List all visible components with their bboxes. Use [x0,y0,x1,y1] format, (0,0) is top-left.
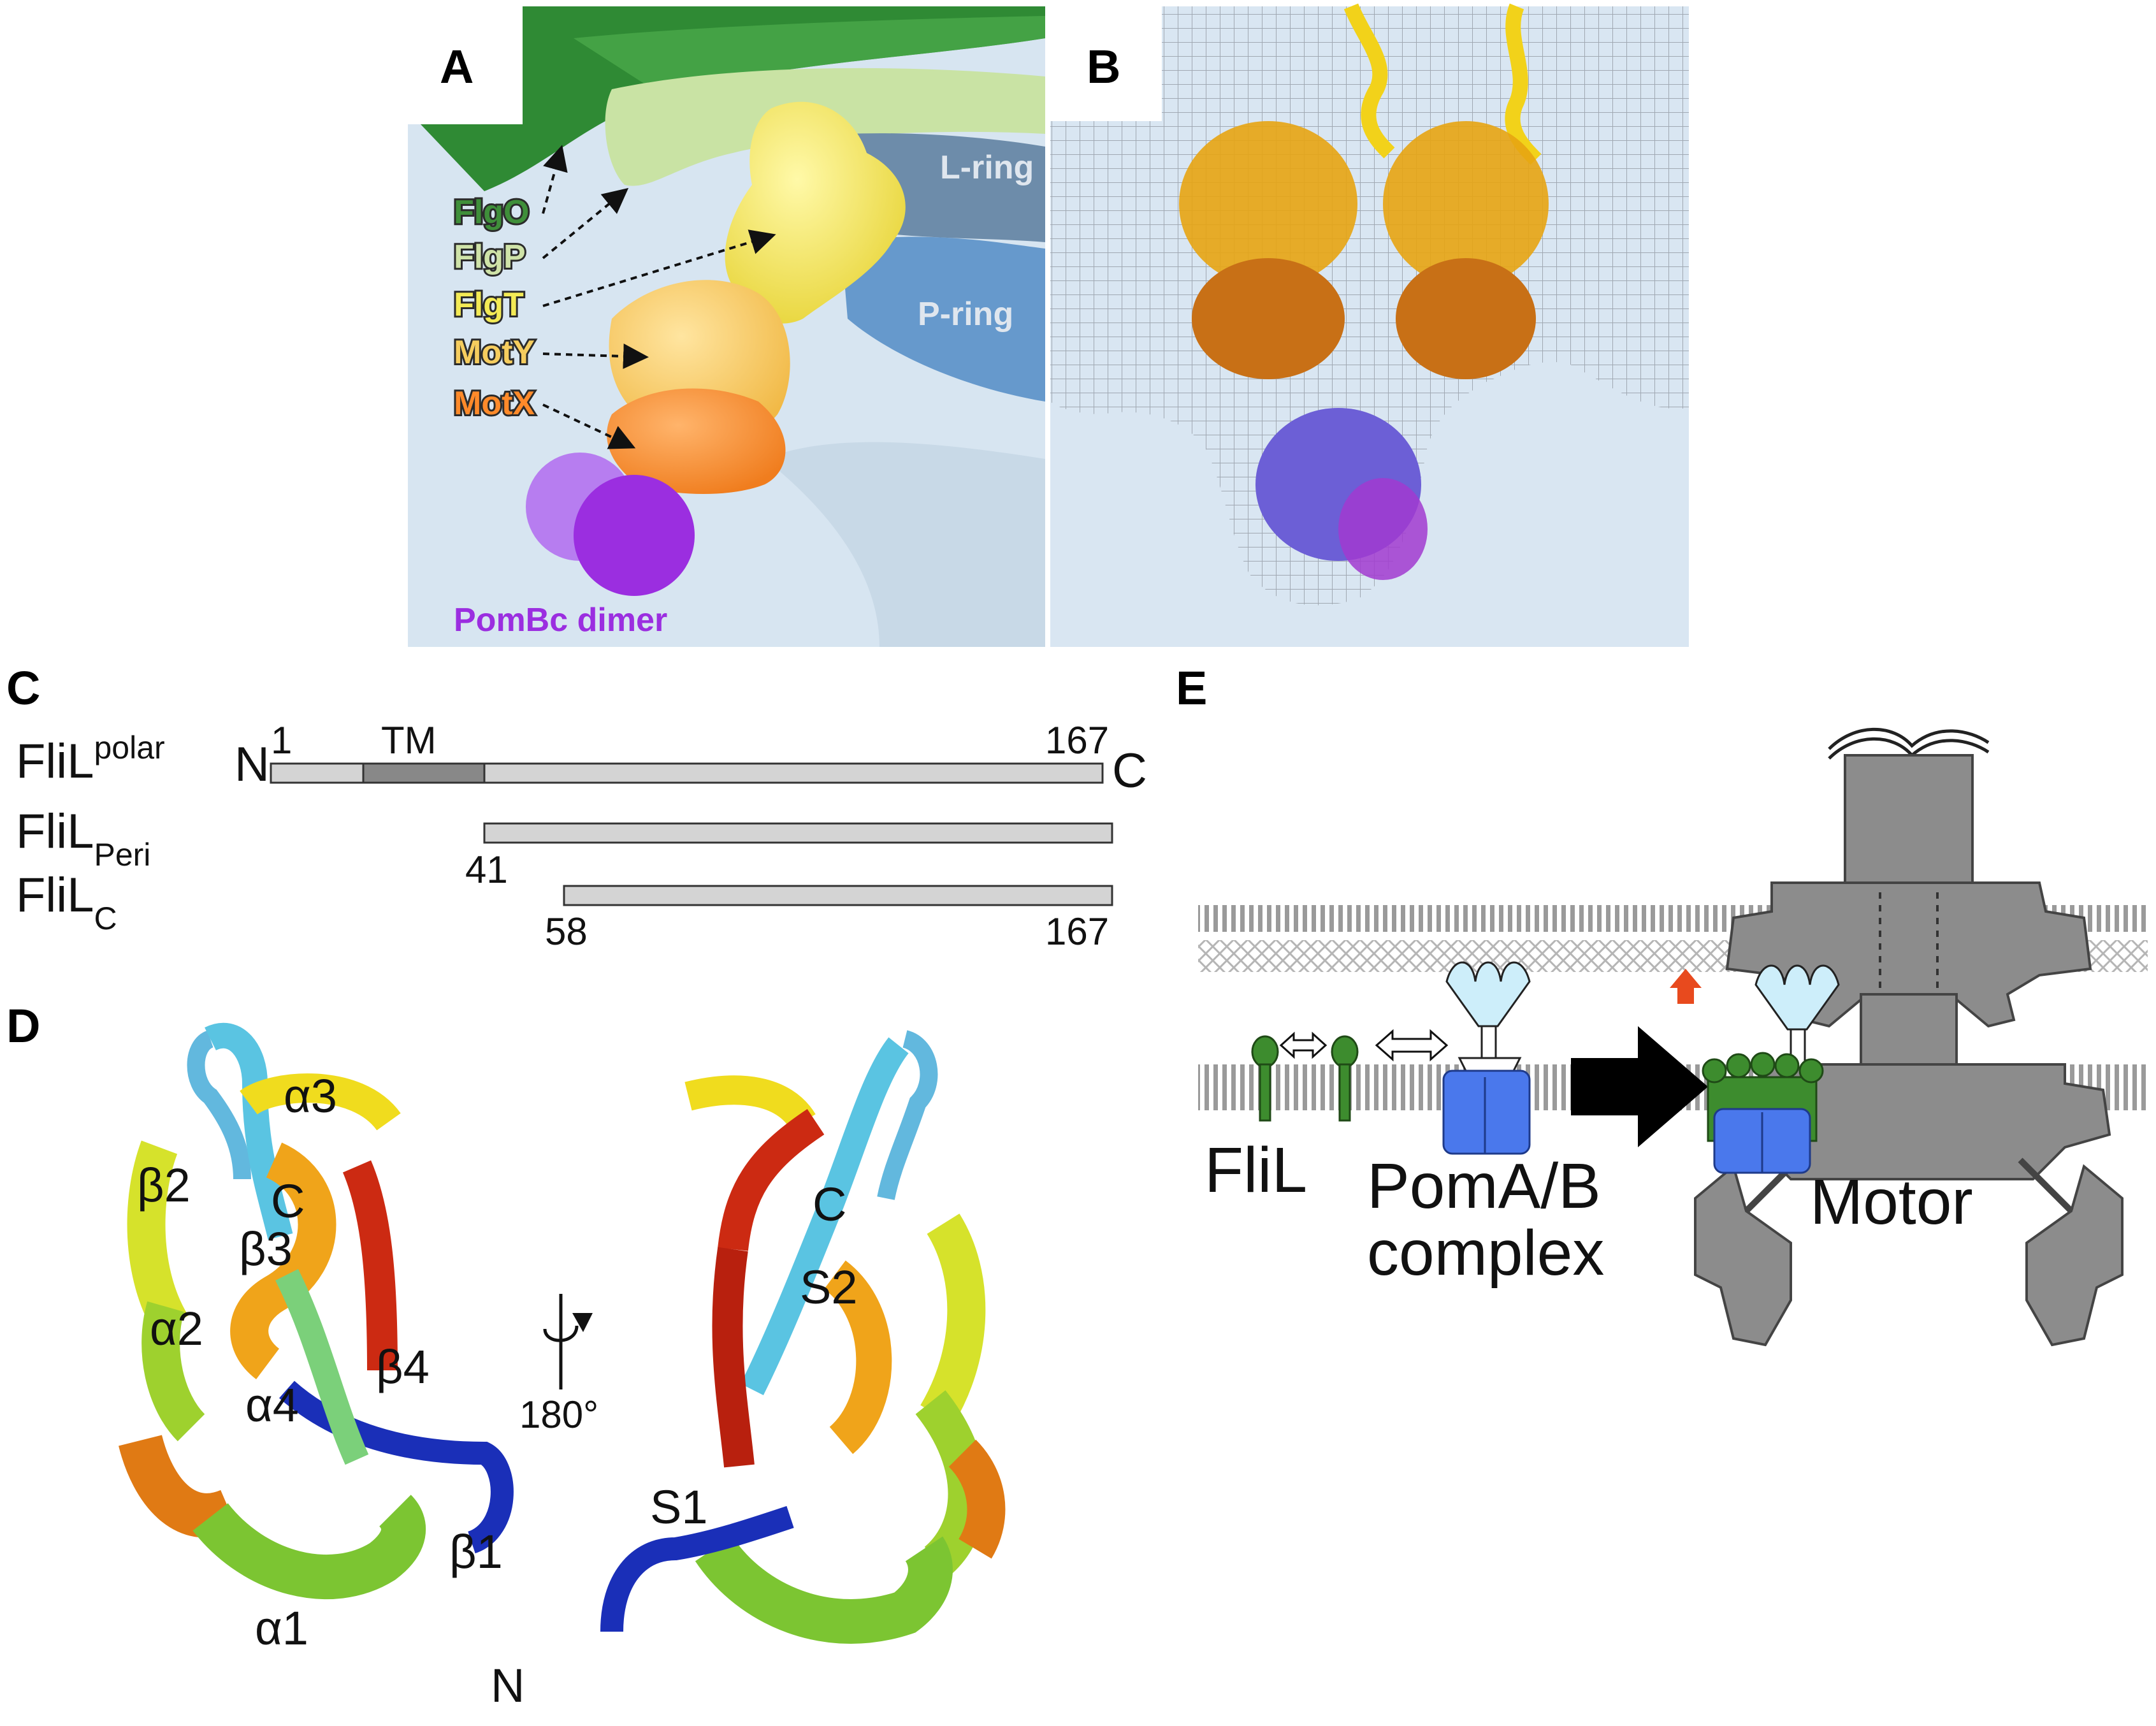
pombc-dimer-label: PomBc dimer [454,602,667,639]
panel-c-label: C [6,662,40,714]
label-beta2: β2 [137,1159,191,1212]
arrow-flgt [542,229,776,307]
c-end-label: 167 [1045,910,1109,953]
p-ring-label: P-ring [918,296,1013,333]
p-ring-surface [841,236,1045,402]
fliL-c-bar [563,885,1113,906]
label-left-c: C [271,1175,305,1228]
tm-label: TM [381,719,437,762]
poma-b-complex-assembled [1702,964,1840,1174]
poma-b-complex-free [1442,961,1531,1155]
label-alpha3: α3 [284,1070,337,1122]
label-beta3: β3 [239,1222,293,1275]
ribbon-orange-right [1396,258,1536,379]
double-arrow-large [1375,1029,1449,1062]
panel-a-label: A [440,40,474,93]
panel-a: A FlgO FlgP FlgT MotY MotX L-ring P-ring Pom… [408,6,1045,647]
label-flgp: FlgP [454,238,526,275]
flil-label: FliL [1205,1135,1307,1206]
n-terminus-label: N [235,737,270,792]
panel-d-label: D [6,999,40,1052]
peri-start-label: 41 [465,848,508,891]
label-s2: S2 [800,1261,858,1314]
label-alpha4: α4 [245,1379,299,1432]
label-right-c: C [813,1178,846,1231]
fliL-peri-name: FliLPeri [16,804,150,873]
fliL-peri-bar [483,822,1113,844]
arrow-moty [542,343,649,369]
ribbon-orange-left [1192,258,1345,379]
pombc-blob-2 [574,475,695,596]
motor-label: Motor [1810,1166,1973,1238]
panel-b: B [1050,3,1689,647]
label-beta4: β4 [376,1340,430,1393]
label-flgt: FlgT [454,286,524,323]
label-flgo: FlgO [454,194,529,231]
label-alpha1: α1 [255,1602,308,1655]
ribbon-gold-left [1179,121,1357,287]
label-beta1: β1 [449,1525,503,1578]
component-labels: FlgO FlgP FlgT MotY MotX [452,145,776,449]
poma-b-label-line2: complex [1367,1217,1604,1289]
tm-segment [362,762,486,784]
label-motx: MotX [454,385,535,422]
fliL-monomer-2 [1331,1035,1359,1122]
rotation-icon [543,1294,593,1389]
double-arrow-small [1279,1031,1328,1059]
ribbon-yellow-1 [1343,3,1395,159]
c-terminus-label: C [1112,744,1147,798]
ribbon-gold-right [1383,121,1549,287]
panel-d: D α3 β2 C β3 α2 α4 β4 β1 α1 N [6,999,1006,1712]
red-up-arrow [1670,969,1702,1004]
label-moty: MotY [454,334,535,371]
panel-b-label: B [1087,40,1120,93]
fliL-monomer-1 [1251,1035,1279,1122]
end-residue-label: 167 [1045,719,1109,762]
fliL-polar-name: FliLpolar [16,730,165,788]
label-s1: S1 [650,1481,708,1534]
panel-e: E [1176,662,2148,1347]
poma-b-label-line1: PomA/B [1367,1150,1601,1222]
flgt-blob [725,101,906,324]
label-n: N [491,1659,525,1712]
rotation-label: 180° [519,1393,598,1436]
motor-structure [1694,727,2123,1347]
panel-c: C FliLpolar N 1 TM 167 C FliLPeri 41 Fli… [6,662,1147,953]
arrow-motx [542,403,636,449]
panel-e-label: E [1176,662,1207,714]
motx-blob [607,388,786,494]
arrow-flgp [542,187,629,259]
structure-right [600,1030,1006,1644]
c-start-label: 58 [545,910,588,953]
start-residue-label: 1 [271,719,292,762]
label-alpha2: α2 [150,1302,203,1355]
transition-arrow [1571,1026,1708,1147]
structure-left [119,1022,514,1600]
fliL-c-name: FliLC [16,868,117,936]
l-ring-label: L-ring [940,149,1034,186]
